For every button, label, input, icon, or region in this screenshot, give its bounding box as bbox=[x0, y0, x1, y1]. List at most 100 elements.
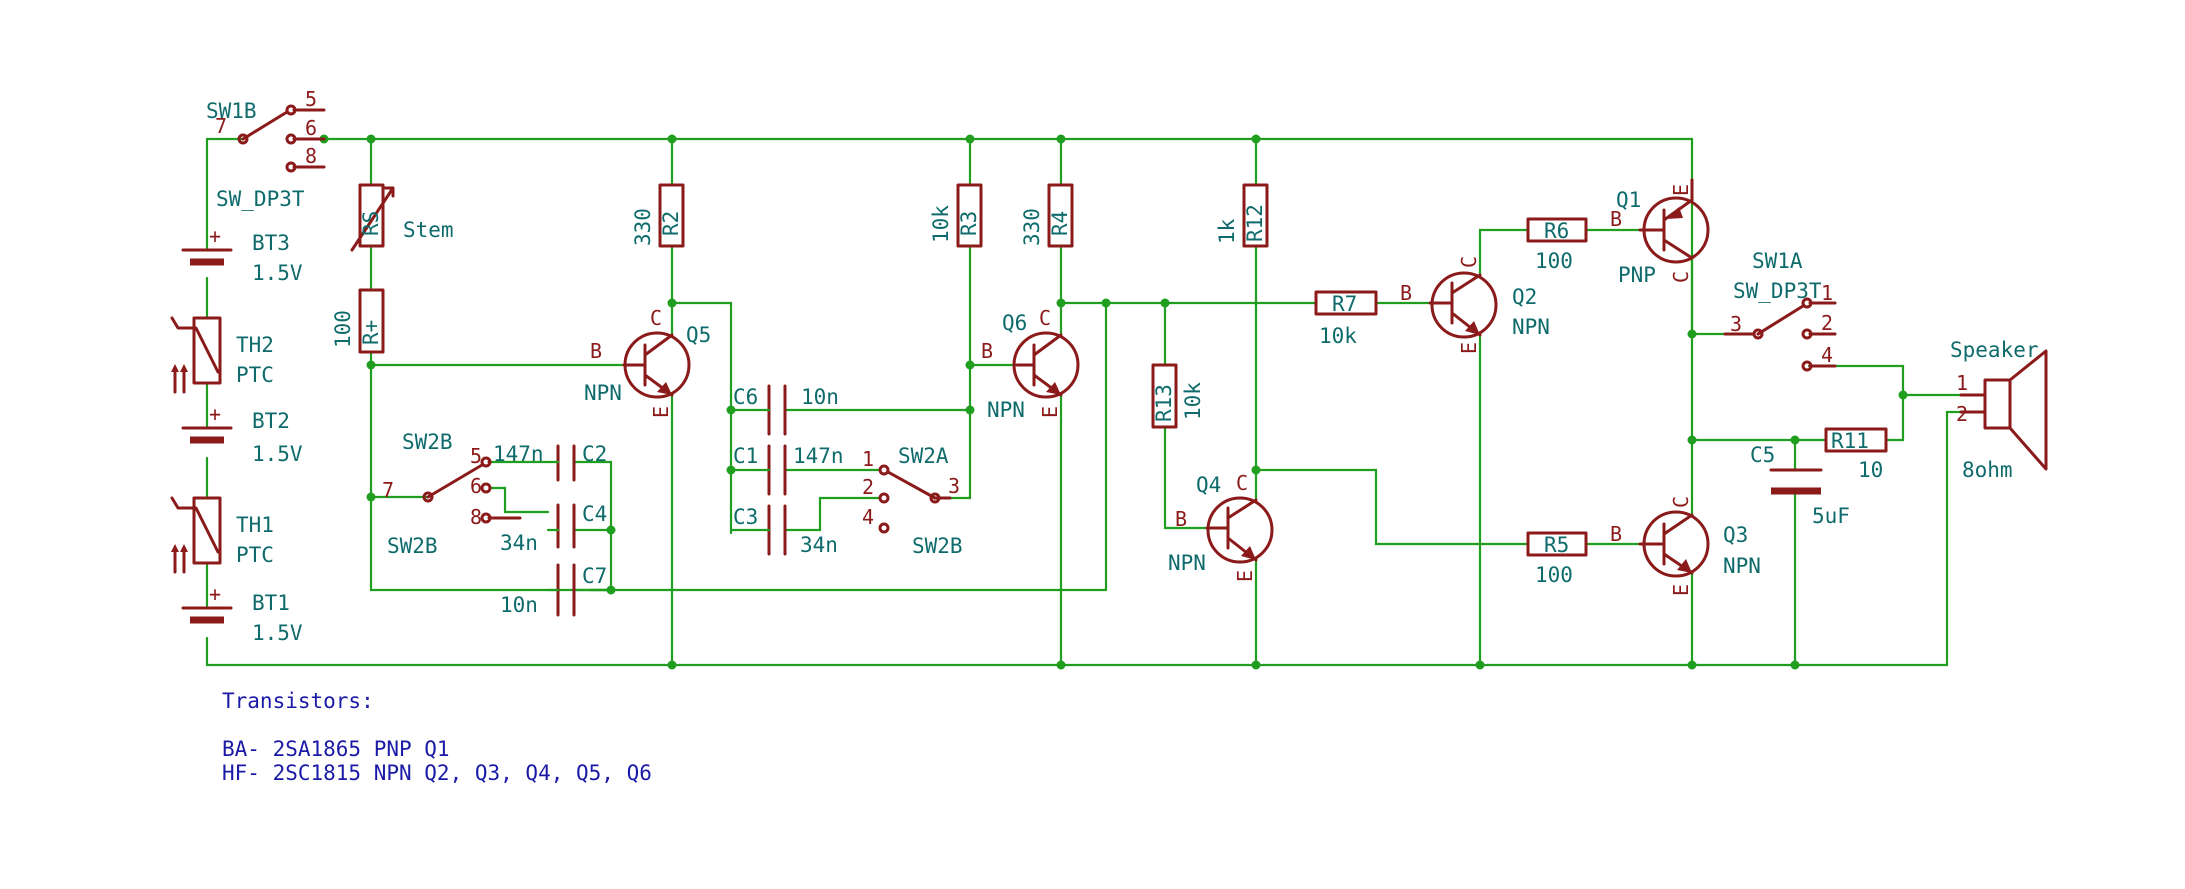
sw1a-pin-common: 3 bbox=[1730, 312, 1742, 336]
capacitor-c5: C5 5uF bbox=[1750, 443, 1850, 528]
resistor-rs: RS Stem bbox=[350, 183, 454, 252]
r7-value: 10k bbox=[1319, 324, 1357, 348]
bt1-ref: BT1 bbox=[252, 591, 290, 615]
capacitor-c3: C3 34n bbox=[733, 504, 838, 557]
thermistor-th1: TH1 PTC bbox=[170, 496, 274, 574]
resistor-r3: R3 10k bbox=[929, 183, 983, 248]
r4-ref: R4 bbox=[1048, 211, 1072, 236]
r5-value: 100 bbox=[1535, 563, 1573, 587]
sw1b-pin-common: 7 bbox=[215, 114, 227, 138]
speaker-value: 8ohm bbox=[1962, 458, 2013, 482]
q6-e: E bbox=[1038, 406, 1062, 418]
resistor-r6: R6 100 bbox=[1526, 217, 1588, 273]
c7-ref: C7 bbox=[582, 564, 607, 588]
sw2a-pin-b: 2 bbox=[862, 475, 874, 499]
capacitor-c4: 34n C4 bbox=[500, 502, 607, 555]
c1-value: 147n bbox=[793, 444, 844, 468]
transistor-q6: B C E Q6 NPN bbox=[981, 306, 1080, 422]
resistor-r12: R12 1k bbox=[1215, 183, 1269, 248]
r11-ref: R11 bbox=[1831, 429, 1869, 453]
transistor-notes: Transistors: BA- 2SA1865 PNP Q1 HF- 2SC1… bbox=[222, 689, 652, 785]
notes-line2: HF- 2SC1815 NPN Q2, Q3, Q4, Q5, Q6 bbox=[222, 761, 652, 785]
r3-value: 10k bbox=[929, 205, 953, 243]
q4-b: B bbox=[1175, 507, 1187, 531]
bt2-value: 1.5V bbox=[252, 442, 303, 466]
th2-value: PTC bbox=[236, 363, 274, 387]
sw2b-left-pin-common: 7 bbox=[382, 478, 394, 502]
c6-ref: C6 bbox=[733, 385, 758, 409]
q4-type: NPN bbox=[1168, 551, 1206, 575]
q1-ref: Q1 bbox=[1616, 188, 1641, 212]
q3-c: C bbox=[1669, 496, 1693, 508]
q2-type: NPN bbox=[1512, 315, 1550, 339]
sw1a-pin-a: 1 bbox=[1821, 281, 1833, 305]
battery-bt2: + BT2 1.5V bbox=[181, 402, 303, 466]
q1-b: B bbox=[1610, 207, 1622, 231]
r11-value: 10 bbox=[1858, 458, 1883, 482]
sw2a-ref2: SW2B bbox=[912, 534, 963, 558]
rplus-value: 100 bbox=[331, 310, 355, 348]
sw2a-pin-c: 4 bbox=[862, 505, 874, 529]
speaker-ref: Speaker bbox=[1950, 338, 2039, 362]
notes-line1: BA- 2SA1865 PNP Q1 bbox=[222, 737, 450, 761]
sw1a-pin-c: 4 bbox=[1821, 343, 1833, 367]
c5-value: 5uF bbox=[1812, 504, 1850, 528]
q2-c: C bbox=[1457, 256, 1481, 268]
rplus-ref: R+ bbox=[359, 320, 383, 345]
sw2a-pin-common: 3 bbox=[948, 474, 960, 498]
q3-ref: Q3 bbox=[1723, 523, 1748, 547]
q3-b: B bbox=[1610, 522, 1622, 546]
q1-c: C bbox=[1669, 271, 1693, 283]
sw2b-left-pin-a: 5 bbox=[470, 444, 482, 468]
battery-bt3: + BT3 1.5V bbox=[181, 224, 303, 285]
rs-ref: RS bbox=[359, 211, 383, 236]
r12-ref: R12 bbox=[1243, 204, 1267, 242]
sw2a-pin-a: 1 bbox=[862, 447, 874, 471]
q2-ref: Q2 bbox=[1512, 285, 1537, 309]
q4-ref: Q4 bbox=[1196, 473, 1221, 497]
c3-value: 34n bbox=[800, 533, 838, 557]
q2-e: E bbox=[1457, 342, 1481, 354]
q5-c: C bbox=[650, 306, 662, 330]
q6-b: B bbox=[981, 339, 993, 363]
c2-value: 147n bbox=[493, 442, 544, 466]
sw1b-value: SW_DP3T bbox=[216, 187, 305, 211]
bt1-plus: + bbox=[209, 582, 221, 606]
q1-type: PNP bbox=[1618, 263, 1656, 287]
q2-b: B bbox=[1400, 281, 1412, 305]
q4-c: C bbox=[1236, 471, 1248, 495]
resistor-r13: R13 10k bbox=[1151, 363, 1205, 429]
capacitor-c6: C6 10n bbox=[733, 384, 839, 436]
switch-sw2b-left: SW2B 7 5 6 8 SW2B bbox=[382, 430, 522, 558]
switch-sw1b: SW1B 7 5 6 8 SW_DP3T bbox=[206, 87, 326, 211]
sw2b-left-pin-b: 6 bbox=[470, 474, 482, 498]
capacitor-c7: 10n C7 bbox=[500, 563, 607, 617]
resistor-rplus: R+ 100 bbox=[331, 288, 385, 354]
c7-value: 10n bbox=[500, 593, 538, 617]
q5-type: NPN bbox=[584, 381, 622, 405]
q4-e: E bbox=[1233, 570, 1257, 582]
notes-title: Transistors: bbox=[222, 689, 374, 713]
q5-b: B bbox=[590, 339, 602, 363]
sw1b-pin-b: 6 bbox=[305, 116, 317, 140]
c2-ref: C2 bbox=[582, 442, 607, 466]
sw2b-left-pin-c: 8 bbox=[470, 505, 482, 529]
c6-value: 10n bbox=[801, 385, 839, 409]
th2-ref: TH2 bbox=[236, 333, 274, 357]
battery-bt1: + BT1 1.5V bbox=[181, 582, 303, 645]
bt3-plus: + bbox=[209, 224, 221, 248]
capacitor-c1: C1 147n bbox=[733, 444, 844, 496]
r13-value: 10k bbox=[1181, 382, 1205, 420]
bt3-ref: BT3 bbox=[252, 231, 290, 255]
th1-ref: TH1 bbox=[236, 513, 274, 537]
sw1b-ref: SW1B bbox=[206, 99, 257, 123]
q5-ref: Q5 bbox=[686, 323, 711, 347]
speaker: Speaker 1 2 8ohm bbox=[1950, 338, 2048, 482]
resistor-r5: R5 100 bbox=[1526, 531, 1588, 587]
c1-ref: C1 bbox=[733, 444, 758, 468]
c4-value: 34n bbox=[500, 531, 538, 555]
q3-type: NPN bbox=[1723, 554, 1761, 578]
th1-value: PTC bbox=[236, 543, 274, 567]
r6-ref: R6 bbox=[1544, 219, 1569, 243]
